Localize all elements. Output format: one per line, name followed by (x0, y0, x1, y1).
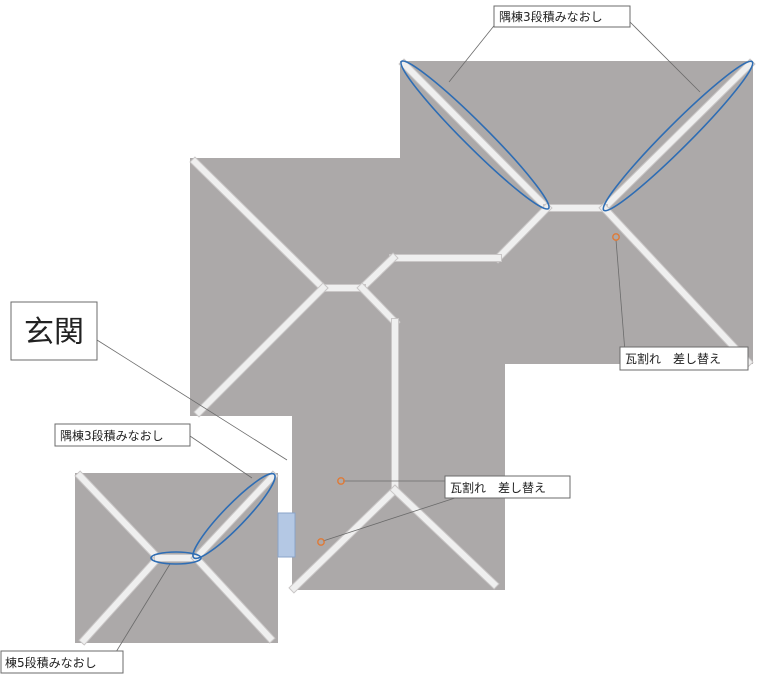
porch-hip-lower-left (79, 553, 163, 645)
crack-mark-center-upper (337, 477, 345, 485)
leader-ridge-porch (115, 563, 171, 653)
leader-hip-porch (189, 435, 253, 479)
leader-lines (96, 21, 701, 653)
entrance-step (277, 512, 296, 558)
label-entrance: 玄関 (10, 301, 98, 361)
valley-ridge-1 (493, 203, 552, 263)
hip-ridge-lower-right (390, 485, 499, 589)
porch-hip-lower-right (191, 553, 275, 643)
leader-hip-main-right (629, 21, 701, 93)
hip-ridge-lower-left (289, 485, 400, 593)
valley-ridge-4 (357, 283, 400, 327)
hip-ridge-left-down (194, 283, 328, 417)
porch-hip-upper-left (75, 471, 163, 563)
label-hip-ridge-main-text: 隅棟3段積みなおし (499, 9, 603, 24)
label-ridge-porch: 棟5段積みなおし (0, 650, 124, 674)
highlights (150, 60, 754, 565)
label-tile-replace-center-text: 瓦割れ 差し替え (450, 480, 546, 495)
label-tile-replace-right: 瓦割れ 差し替え (619, 346, 749, 371)
hip-ridge-left-up (190, 157, 328, 293)
highlight-hip-porch (192, 472, 276, 560)
label-hip-ridge-porch-text: 隅棟3段積みなおし (60, 428, 164, 443)
ridges-porch (74, 470, 279, 646)
label-tile-replace-center: 瓦割れ 差し替え (444, 475, 571, 499)
ridges-main (189, 58, 756, 594)
leader-entrance (96, 339, 288, 461)
leader-tile-center-2 (322, 497, 456, 542)
label-hip-ridge-porch: 隅棟3段積みなおし (54, 423, 191, 447)
porch-hip-upper-right (191, 471, 278, 563)
label-hip-ridge-main: 隅棟3段積みなおし (493, 5, 631, 28)
highlight-hip-main-left (400, 60, 550, 210)
leader-hip-main-left (448, 21, 498, 83)
crack-mark-center-lower (317, 538, 325, 546)
crack-mark-right (612, 233, 620, 241)
damage-marks (317, 233, 620, 546)
hip-ridge-upper-left (399, 59, 552, 213)
label-entrance-text: 玄関 (24, 315, 84, 350)
leader-tile-right (615, 239, 626, 353)
valley-ridge-3 (357, 253, 398, 293)
label-ridge-porch-text: 棟5段積みなおし (5, 655, 97, 670)
highlight-hip-main-right (602, 60, 754, 212)
highlight-ridge-porch (150, 551, 202, 565)
hip-ridge-right-down (599, 203, 753, 367)
hip-ridge-upper-right (599, 59, 755, 213)
label-tile-replace-right-text: 瓦割れ 差し替え (625, 351, 721, 366)
